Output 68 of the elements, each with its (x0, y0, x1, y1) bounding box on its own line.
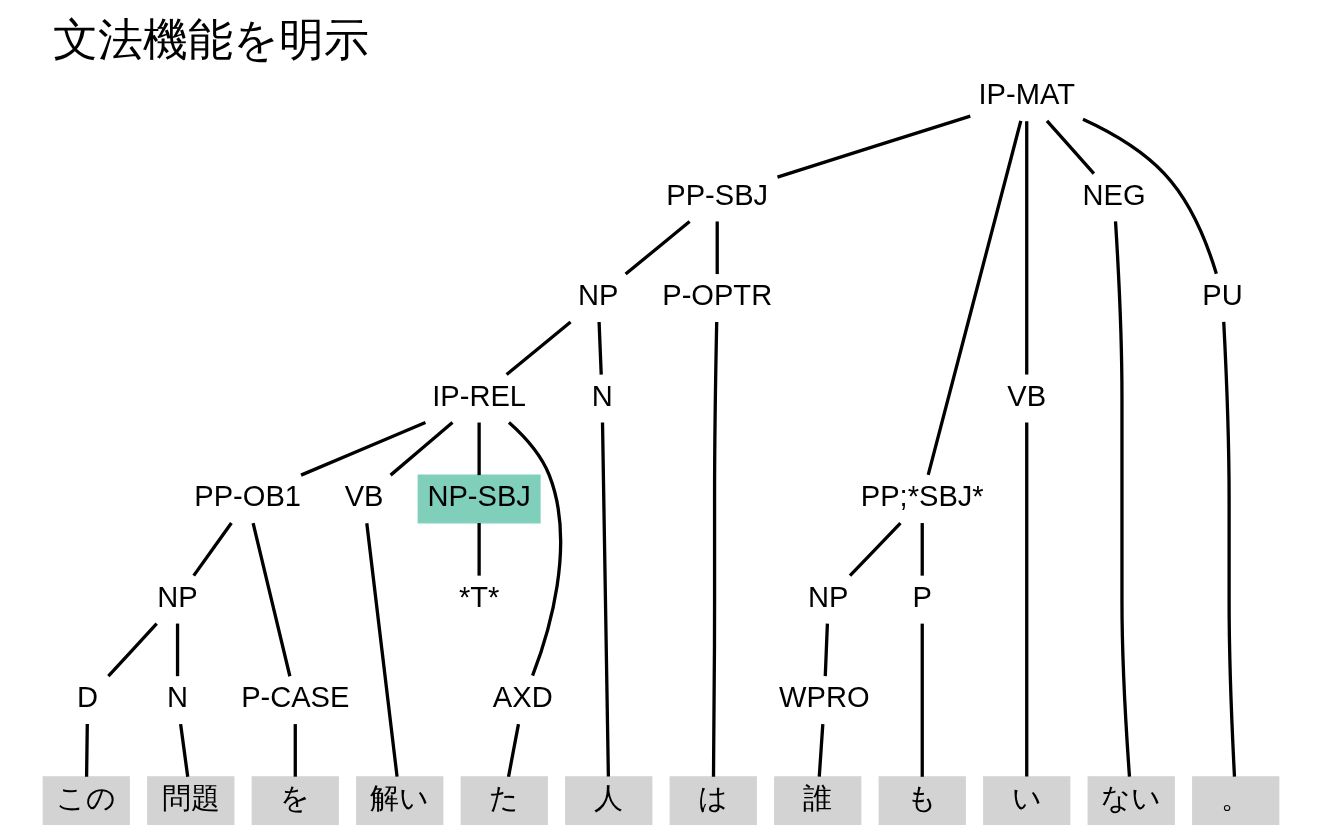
node-box: 人 (564, 776, 652, 826)
connector (715, 221, 719, 275)
connector (251, 522, 291, 677)
node-box: い (982, 776, 1070, 826)
node-box: は (669, 776, 757, 826)
node-text: NP (577, 279, 618, 312)
node-box: 問題 (146, 776, 234, 826)
node-box: この (42, 776, 130, 826)
node-text: PP;*SBJ* (860, 480, 984, 513)
node-text: IP-MAT (978, 78, 1075, 111)
node-text: N (166, 681, 188, 714)
node-text: AXD (492, 681, 553, 714)
connector (476, 422, 481, 476)
connector (776, 114, 971, 179)
connector (299, 421, 426, 477)
node-box: 誰 (773, 776, 861, 826)
node-text: PU (1201, 279, 1243, 312)
connector (1081, 117, 1218, 275)
connector (1113, 221, 1131, 777)
connector (920, 523, 924, 576)
node-text: NP (807, 580, 849, 613)
connector (175, 623, 179, 677)
connector (1024, 422, 1028, 777)
connector (920, 623, 924, 777)
connector (817, 724, 824, 777)
node-text: WPRO (778, 681, 870, 714)
node-box: を (251, 776, 339, 826)
connector (596, 321, 603, 375)
connector (178, 723, 189, 777)
connector (505, 320, 572, 376)
connector (1024, 121, 1028, 375)
connector (293, 724, 297, 777)
node-text: D (76, 681, 98, 714)
node-text: P (912, 580, 932, 613)
connector (711, 321, 718, 777)
node-box: 。 (1191, 776, 1279, 826)
connector (1221, 321, 1236, 777)
connector (84, 724, 89, 777)
diagram-title: 文法機能を明示 (52, 12, 369, 66)
connector (476, 523, 481, 576)
node-text: N (591, 379, 613, 412)
connector (1045, 119, 1095, 175)
connector (506, 723, 520, 777)
node-box: 解い (355, 776, 443, 826)
connector (848, 521, 902, 577)
connector (364, 523, 399, 777)
node-text: P-OPTR (661, 279, 772, 312)
connector (600, 422, 610, 777)
connector (507, 421, 562, 677)
connector (389, 421, 453, 477)
node-text: *T* (458, 580, 499, 613)
connector (926, 120, 1022, 476)
node-box: ない (1087, 776, 1175, 826)
connector (823, 623, 829, 677)
node-text: P-CASE (240, 681, 349, 714)
node-box: た (460, 776, 548, 826)
connector (624, 220, 691, 276)
node-box: NP-SBJ (417, 474, 541, 524)
node-text: VB (1006, 379, 1046, 412)
node-text: NP (156, 580, 198, 613)
node-text: PP-OB1 (193, 480, 301, 513)
node-text: VB (344, 480, 383, 513)
node-text: PP-SBJ (665, 178, 768, 211)
connector (191, 522, 233, 577)
node-text: IP-REL (431, 379, 526, 412)
connector (106, 622, 158, 678)
node-box: も (878, 776, 966, 826)
node-text: NEG (1082, 178, 1146, 211)
